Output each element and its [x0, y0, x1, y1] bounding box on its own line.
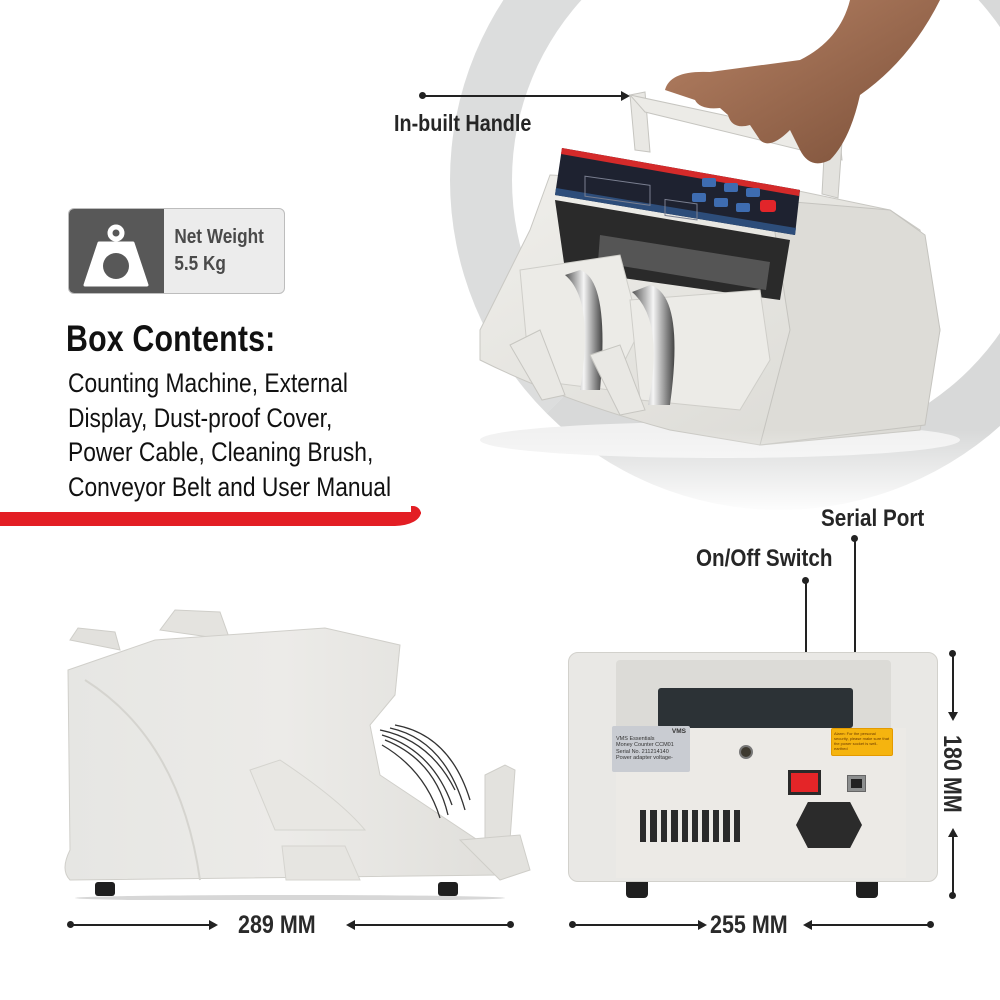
- power-switch[interactable]: [788, 770, 821, 795]
- length-dim-line-left: [70, 924, 210, 926]
- rear-label-line4: Power adapter voltage-: [616, 755, 673, 761]
- rear-warning-text: Alarm: For the personal security, please…: [834, 731, 890, 751]
- rear-product-label: VMS VMS Essentials Money Counter CCM01 S…: [612, 726, 690, 772]
- width-dim-line-right: [811, 924, 929, 926]
- rear-connector-icon: [739, 745, 753, 759]
- height-dim-dot-bottom: [949, 892, 956, 899]
- fade-overlay: [0, 430, 1000, 550]
- height-dim-line-top: [952, 653, 954, 713]
- handle-callout-line: [422, 95, 622, 97]
- net-weight-value: 5.5 Kg: [174, 253, 226, 275]
- rear-label-line1: VMS Essentials: [616, 735, 655, 742]
- product-photo-side-view: [60, 600, 540, 901]
- handle-callout-label: In-built Handle: [394, 110, 532, 136]
- weight-icon: [83, 224, 149, 287]
- rear-foot-left: [626, 882, 648, 898]
- height-dim-arrow-up: [948, 828, 958, 837]
- power-switch-label: On/Off Switch: [696, 545, 833, 572]
- width-dim-line-left: [572, 924, 700, 926]
- rear-mechanism: [658, 688, 853, 728]
- box-contents-title: Box Contents:: [66, 318, 276, 359]
- side-view-illustration: [64, 609, 531, 901]
- rear-foot-right: [856, 882, 878, 898]
- rear-vent: [640, 810, 741, 842]
- height-dim-arrow-down: [948, 712, 958, 721]
- width-dim-dot-right: [927, 921, 934, 928]
- net-weight-label: Net Weight: [174, 226, 264, 248]
- serial-port[interactable]: [847, 775, 866, 792]
- rear-label-line2: Money Counter CCM01: [616, 742, 674, 748]
- panel-buttons: [692, 178, 776, 212]
- product-photo-rear-view: VMS VMS Essentials Money Counter CCM01 S…: [568, 630, 938, 900]
- power-switch-rocker[interactable]: [791, 773, 818, 792]
- height-dim-label: 180 MM: [938, 735, 966, 813]
- length-dim-line-right: [354, 924, 509, 926]
- rear-warning-label: Alarm: For the personal security, please…: [831, 728, 893, 756]
- width-dim-arrow-left: [803, 920, 812, 930]
- handle-callout-arrow: [621, 91, 630, 101]
- length-dim-dot-right: [507, 921, 514, 928]
- serial-port-label: Serial Port: [821, 505, 925, 532]
- net-weight-badge: Net Weight 5.5 Kg: [68, 208, 285, 294]
- net-weight-text: Net Weight 5.5 Kg: [164, 209, 264, 293]
- red-accent-stripe: [0, 506, 421, 526]
- power-inlet[interactable]: [796, 802, 862, 848]
- length-dim-arrow-left: [346, 920, 355, 930]
- height-dim-line-bottom: [952, 837, 954, 895]
- width-dim-arrow-right: [698, 920, 707, 930]
- power-switch-line: [805, 580, 807, 655]
- serial-port-line: [854, 538, 856, 655]
- length-dim-arrow-right: [209, 920, 218, 930]
- product-photo-front-angle: [470, 0, 990, 460]
- weight-icon-container: [69, 209, 164, 293]
- width-dim-label: 255 MM: [710, 911, 788, 939]
- rear-label-line3: Serial No. 211214140: [616, 748, 669, 755]
- money-counter-illustration: [479, 0, 960, 458]
- box-contents-list: Counting Machine, External Display, Dust…: [68, 368, 392, 502]
- rear-label-brand: VMS: [671, 728, 686, 735]
- length-dim-label: 289 MM: [238, 911, 316, 939]
